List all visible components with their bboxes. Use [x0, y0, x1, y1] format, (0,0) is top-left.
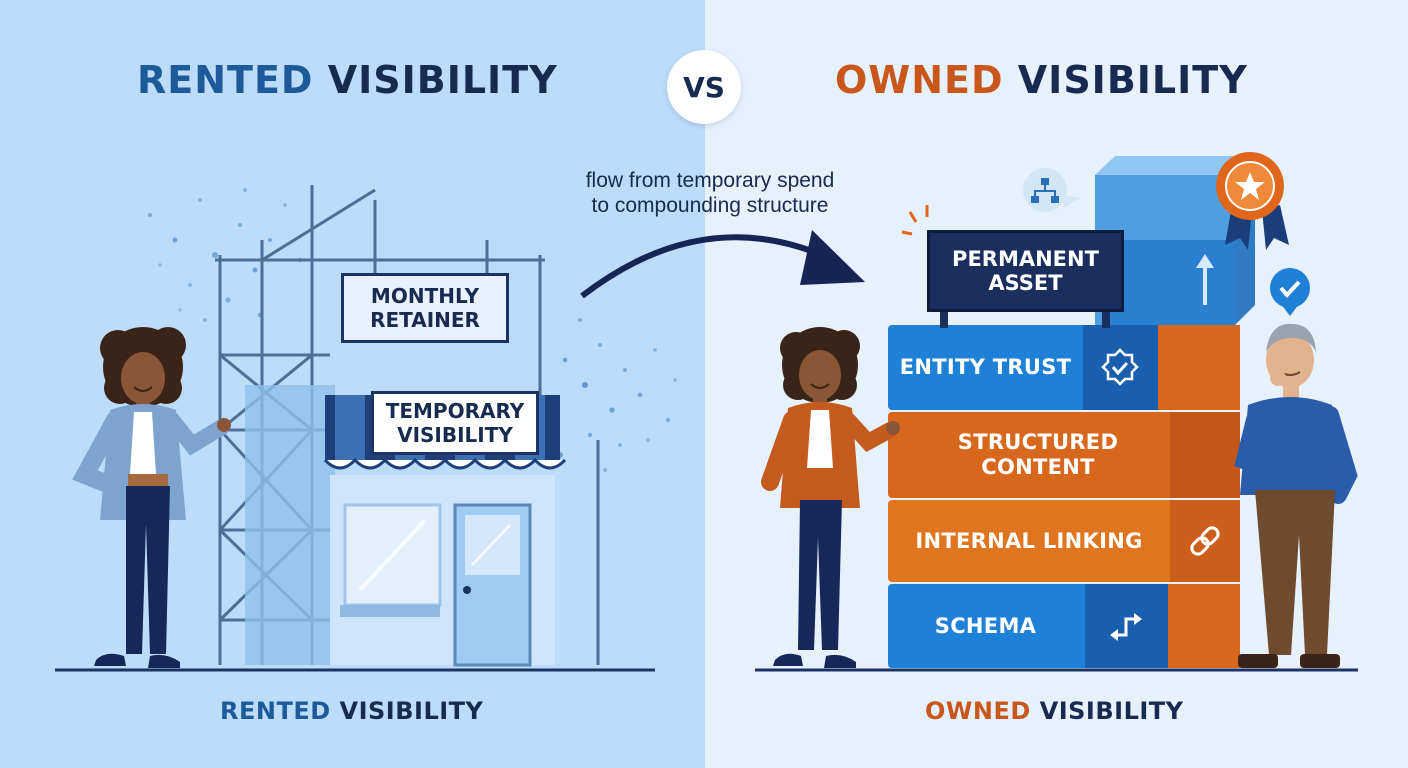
flow-arrow-head — [800, 230, 865, 285]
monthly-retainer-line-1: MONTHLY — [370, 284, 480, 308]
vs-badge: VS — [667, 50, 741, 124]
owned-heading-accent: OWNED — [835, 58, 1004, 102]
temporary-visibility-line-1: TEMPORARY — [385, 399, 525, 423]
block-schema: SCHEMA — [888, 584, 1083, 668]
owned-heading-rest: VISIBILITY — [1017, 58, 1248, 102]
flow-arrow — [580, 234, 824, 299]
check-bubble-icon — [1270, 268, 1310, 316]
dissolving-particles — [148, 187, 677, 472]
award-ribbon-icon — [1216, 152, 1289, 250]
block-internal-linking-line-1: INTERNAL LINKING — [915, 528, 1143, 553]
block-internal-linking: INTERNAL LINKING — [888, 500, 1170, 582]
flow-note-line-1: flow from temporary spend — [585, 169, 835, 192]
owned-caption: OWNED VISIBILITY — [925, 697, 1184, 725]
org-chart-bubble-icon — [1023, 168, 1080, 212]
block-structured-content-line-2: CONTENT — [981, 455, 1095, 479]
swap-arrows-icon — [1110, 613, 1142, 641]
permanent-asset-line-1: PERMANENT — [952, 247, 1099, 271]
block-schema-line-1: SCHEMA — [934, 613, 1037, 638]
rented-caption: RENTED VISIBILITY — [220, 697, 483, 725]
owned-caption-accent: OWNED — [925, 697, 1031, 725]
sign-post-left — [940, 310, 948, 328]
rented-heading-accent: RENTED — [137, 58, 314, 102]
flow-note: flow from temporary spend to compounding… — [535, 168, 885, 218]
block-entity-trust: ENTITY TRUST — [888, 325, 1083, 410]
temporary-visibility-line-2: VISIBILITY — [397, 423, 513, 447]
rented-caption-rest: VISIBILITY — [339, 697, 484, 725]
permanent-asset-line-2: ASSET — [988, 271, 1063, 295]
block-structured-content-line-1: STRUCTURED — [957, 430, 1119, 454]
rented-heading-rest: VISIBILITY — [327, 58, 558, 102]
block-entity-trust-line-1: ENTITY TRUST — [899, 355, 1072, 379]
sparkle-icon — [901, 205, 929, 236]
man-owned — [1234, 323, 1358, 668]
owned-heading: OWNED VISIBILITY — [835, 58, 1248, 102]
sign-post-right — [1102, 310, 1110, 328]
rented-caption-accent: RENTED — [220, 697, 331, 725]
woman-owned — [761, 327, 900, 668]
woman-rented — [72, 327, 231, 668]
flow-note-line-2: to compounding structure — [591, 194, 829, 217]
monthly-retainer-line-2: RETAINER — [370, 308, 480, 332]
owned-caption-rest: VISIBILITY — [1039, 697, 1184, 725]
verified-badge-icon — [1101, 348, 1139, 386]
rented-heading: RENTED VISIBILITY — [137, 58, 558, 102]
